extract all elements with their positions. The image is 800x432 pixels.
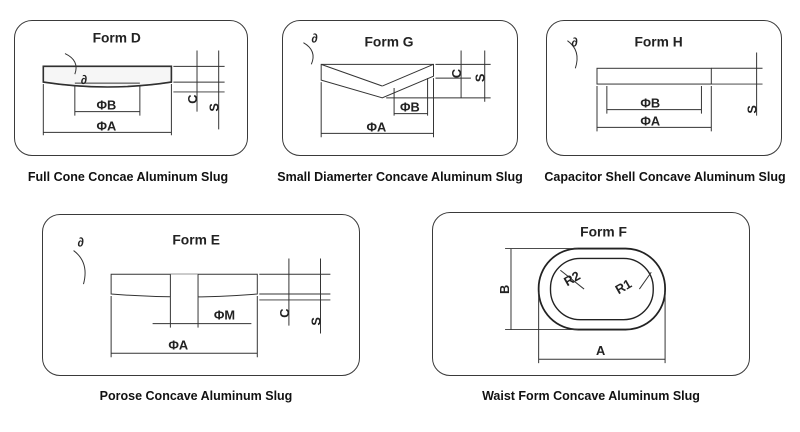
dim-s-label: S <box>745 105 760 114</box>
panel-form-d: Form D ∂ ΦB ΦA C S <box>14 20 248 156</box>
dim-s-label: S <box>309 317 324 326</box>
form-f-diagram: Form F R2 R1 B A <box>497 224 666 364</box>
angle-arc <box>64 53 77 75</box>
caption-form-f: Waist Form Concave Aluminum Slug <box>482 389 700 403</box>
inner-rim <box>549 257 654 321</box>
hole-cutout <box>170 274 199 298</box>
dim-a-label: ΦA <box>97 118 117 133</box>
form-e-diagram: Form E ∂ ΦM ΦA C S <box>73 232 331 358</box>
dim-a-label: ΦA <box>367 119 387 134</box>
dim-m-label: ΦM <box>214 308 235 323</box>
angle-arc <box>303 42 314 65</box>
dim-s-label: S <box>473 73 488 82</box>
inner-line-right <box>382 63 434 87</box>
dim-c-label: C <box>449 69 464 78</box>
form-h-diagram: Form H ∂ S ΦB ΦA <box>567 35 763 132</box>
slug-profile <box>320 63 434 99</box>
dim-a-label: ΦA <box>168 337 188 352</box>
dim-b-label: ΦB <box>640 96 660 111</box>
caption-form-g: Small Diamerter Concave Aluminum Slug <box>277 170 523 184</box>
r2-label: R2 <box>561 268 583 289</box>
caption-form-d: Full Cone Concae Aluminum Slug <box>27 170 229 184</box>
dim-a-label: A <box>596 343 605 358</box>
angle-arc <box>73 250 86 285</box>
angle-label: ∂ <box>571 35 577 50</box>
angle-label: ∂ <box>78 235 84 250</box>
form-g-diagram: Form G ∂ ΦB ΦA C S <box>303 31 491 138</box>
dim-a-label: ΦA <box>640 113 660 128</box>
dim-b-label: ΦB <box>400 100 420 115</box>
form-d-diagram: Form D ∂ ΦB ΦA C S <box>42 31 225 136</box>
form-title: Form D <box>93 31 141 46</box>
form-title: Form G <box>365 35 414 50</box>
panel-form-e: Form E ∂ ΦM ΦA C S <box>42 214 360 376</box>
dim-b-label: B <box>497 285 512 294</box>
r1-label: R1 <box>612 276 634 297</box>
r2-leader <box>560 269 585 290</box>
caption-form-e: Porose Concave Aluminum Slug <box>99 389 293 403</box>
form-title: Form E <box>172 232 220 248</box>
r1-leader <box>638 271 652 290</box>
outer-rim <box>537 247 666 331</box>
inner-line <box>321 63 383 87</box>
panel-form-f: Form F R2 R1 B A <box>432 212 750 376</box>
panel-form-h: Form H ∂ S ΦB ΦA <box>546 20 782 156</box>
dim-c-label: C <box>185 95 200 104</box>
slug-profile <box>42 65 173 88</box>
slug-profile <box>596 67 712 85</box>
angle-label: ∂ <box>81 72 87 87</box>
slug-outline <box>42 65 172 88</box>
caption-form-h: Capacitor Shell Concave Aluminum Slug <box>544 170 786 184</box>
dim-c-label: C <box>277 308 292 317</box>
panel-form-g: Form G ∂ ΦB ΦA C S <box>282 20 518 156</box>
dim-s-label: S <box>207 103 222 112</box>
form-title: Form F <box>580 224 627 240</box>
dim-b-label: ΦB <box>97 98 117 113</box>
angle-label: ∂ <box>311 31 317 46</box>
form-title: Form H <box>634 35 682 50</box>
angle-arc <box>567 40 578 69</box>
